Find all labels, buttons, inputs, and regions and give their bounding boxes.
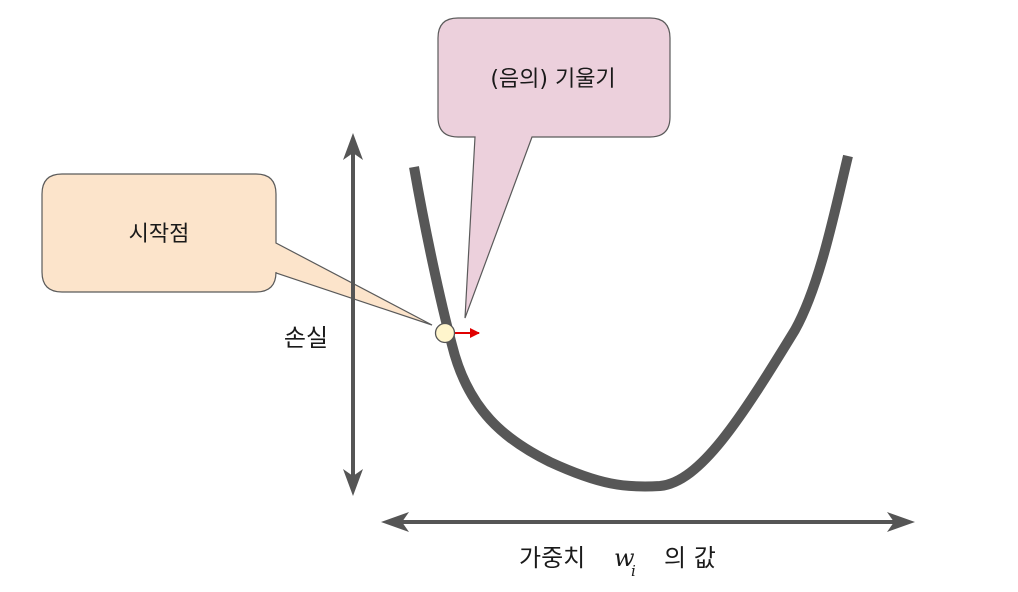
x-axis-label-variable: w (614, 544, 635, 572)
x-axis (381, 512, 915, 532)
gradient-callout-label: (음의) 기울기 (490, 67, 615, 92)
y-axis-arrow-top (343, 133, 363, 160)
y-axis-label: 손실 (284, 324, 328, 352)
y-axis-arrow-bottom (343, 469, 363, 496)
x-axis-arrow-right (887, 512, 915, 532)
loss-curve (409, 154, 853, 492)
x-axis-label: 가중치 w i 의 값 (519, 544, 716, 580)
start-point-marker (434, 322, 456, 344)
x-axis-label-suffix: 의 값 (664, 544, 716, 572)
x-axis-arrow-left (381, 512, 409, 532)
y-axis (343, 133, 363, 496)
start-point-callout: 시작점 (41, 173, 433, 326)
start-point-callout-label: 시작점 (129, 222, 190, 247)
gradient-callout-bubble (437, 17, 671, 319)
x-axis-label-prefix: 가중치 (519, 544, 585, 572)
x-axis-label-subscript: i (631, 562, 636, 580)
gradient-callout: (음의) 기울기 (437, 17, 671, 319)
start-point-callout-bubble (41, 173, 433, 326)
